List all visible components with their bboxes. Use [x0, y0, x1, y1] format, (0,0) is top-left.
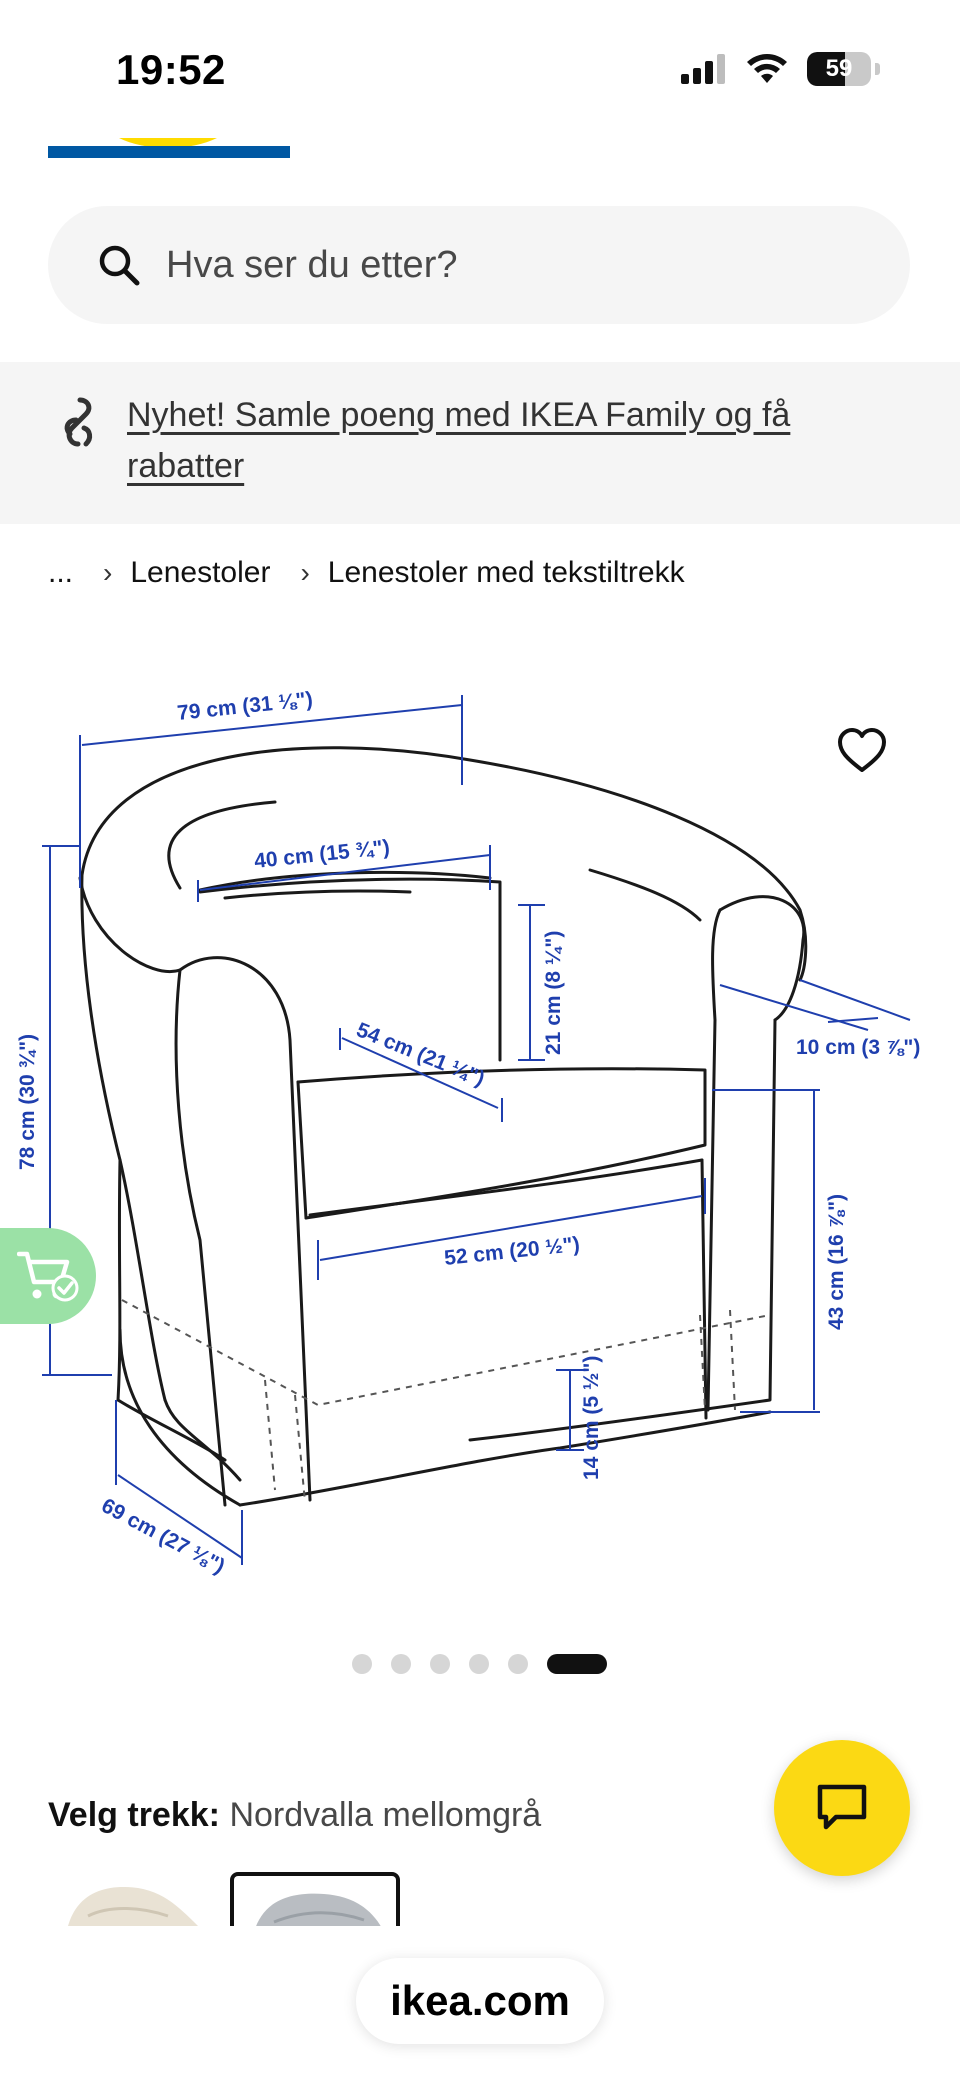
wifi-icon [747, 54, 787, 83]
ikea-family-icon [64, 397, 93, 447]
cover-selection: Velg trekk: Nordvalla mellomgrå [48, 1796, 541, 1835]
ikea-logo[interactable] [48, 138, 290, 158]
signal-icon [681, 54, 725, 84]
status-time: 19:52 [116, 46, 226, 93]
breadcrumb: ... › Lenestoler › Lenestoler med teksti… [48, 556, 685, 590]
battery-level: 59 [825, 55, 853, 82]
breadcrumb-item-lenestoler-tekstiltrekk[interactable]: Lenestoler med tekstiltrekk [327, 556, 685, 589]
chevron-right-icon: › [103, 557, 113, 588]
carousel-dot-3[interactable] [430, 1654, 450, 1674]
dim-seat-front-label: 52 cm (20 ½") [443, 1233, 581, 1270]
search-bar[interactable] [48, 206, 910, 324]
cover-value: Nordvalla mellomgrå [229, 1796, 542, 1834]
search-icon [99, 245, 140, 286]
dim-width-label: 79 cm (31 ⅛") [176, 688, 314, 725]
carousel-dot-5[interactable] [508, 1654, 528, 1674]
promo-banner [0, 362, 960, 524]
carousel-dot-4[interactable] [469, 1654, 489, 1674]
dim-seat-height-label: 43 cm (16 ⅞") [825, 1194, 848, 1330]
dim-leg-clearance-label: 14 cm (5 ½") [580, 1356, 603, 1480]
ikea-family-promo-link[interactable]: Nyhet! Samle poeng med IKEA Family og få… [127, 396, 791, 485]
carousel-dot-6-active[interactable] [547, 1654, 607, 1674]
breadcrumb-item-lenestoler[interactable]: Lenestoler [130, 556, 271, 589]
status-bar: 19:52 59 [0, 0, 960, 140]
carousel-dot-2[interactable] [391, 1654, 411, 1674]
dim-seat-back-label: 40 cm (15 ¾") [253, 836, 391, 873]
chevron-right-icon: › [300, 557, 310, 588]
cover-option-beige[interactable] [48, 1876, 198, 1926]
dim-back-cushion-label: 21 cm (8 ¼") [542, 931, 565, 1055]
image-carousel-indicator [352, 1654, 607, 1674]
cart-side-button[interactable] [0, 1228, 96, 1324]
battery-icon: 59 [807, 52, 871, 86]
carousel-dot-1[interactable] [352, 1654, 372, 1674]
product-dimension-image[interactable]: 79 cm (31 ⅛") 40 cm (15 ¾") 21 cm (8 ¼")… [0, 640, 960, 1620]
dim-height-label: 78 cm (30 ¾") [16, 1034, 39, 1170]
cart-check-icon [17, 1251, 79, 1302]
search-input[interactable] [166, 243, 866, 287]
dim-arm-width-label: 10 cm (3 ⅞") [796, 1036, 920, 1059]
cover-label: Velg trekk: [48, 1796, 220, 1834]
cover-option-nordvalla-grey-selected[interactable] [230, 1872, 400, 1932]
chat-button[interactable] [774, 1740, 910, 1876]
breadcrumb-ellipsis[interactable]: ... [48, 556, 74, 589]
battery-cap [875, 63, 880, 75]
chat-bubble-icon [817, 1784, 867, 1830]
browser-url-bar[interactable]: ikea.com [356, 1958, 604, 2044]
dim-seat-depth-label: 54 cm (21 ¼") [353, 1018, 488, 1090]
favorite-heart-icon[interactable] [836, 726, 888, 778]
status-icons: 59 [681, 52, 880, 86]
